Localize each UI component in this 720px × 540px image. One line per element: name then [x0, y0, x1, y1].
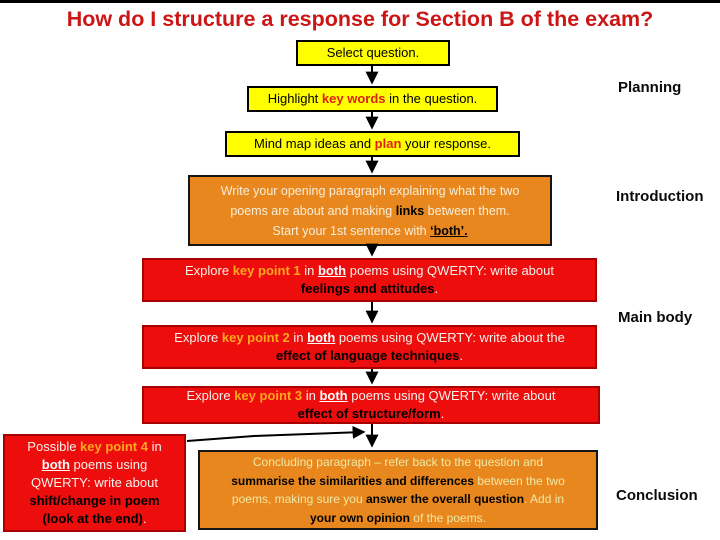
node-mind-map: Mind map ideas and plan your response. [225, 131, 520, 157]
node-key-point-1-text: Explore key point 1 in both poems using … [185, 263, 554, 296]
node-introduction: Write your opening paragraph explaining … [188, 175, 552, 246]
slide-title: How do I structure a response for Sectio… [66, 7, 654, 31]
stage-label-introduction: Introduction [616, 188, 704, 205]
stage-label-planning: Planning [618, 79, 682, 96]
node-key-point-2-text: Explore key point 2 in both poems using … [174, 330, 565, 363]
node-key-point-1: Explore key point 1 in both poems using … [142, 258, 597, 302]
node-key-point-2: Explore key point 2 in both poems using … [142, 325, 597, 369]
node-conclusion-text: Concluding paragraph – refer back to the… [231, 455, 565, 525]
stage-label-conclusion: Conclusion [616, 487, 698, 504]
node-highlight-key-words: Highlight key words in the question. [247, 86, 498, 112]
node-introduction-text: Write your opening paragraph explaining … [220, 183, 520, 238]
node-select-question: Select question. [296, 40, 450, 66]
node-conclusion: Concluding paragraph – refer back to the… [198, 450, 598, 530]
slide-top-edge [0, 0, 720, 3]
node-select-question-text: Select question. [326, 45, 420, 60]
node-mind-map-text: Mind map ideas and plan your response. [253, 136, 492, 151]
node-key-point-3-text: Explore key point 3 in both poems using … [186, 388, 556, 421]
arrow-kp4-to-flow [186, 425, 366, 442]
node-key-point-3: Explore key point 3 in both poems using … [142, 386, 600, 424]
stage-label-main-body: Main body [618, 309, 693, 326]
node-highlight-key-words-text: Highlight key words in the question. [267, 91, 478, 106]
